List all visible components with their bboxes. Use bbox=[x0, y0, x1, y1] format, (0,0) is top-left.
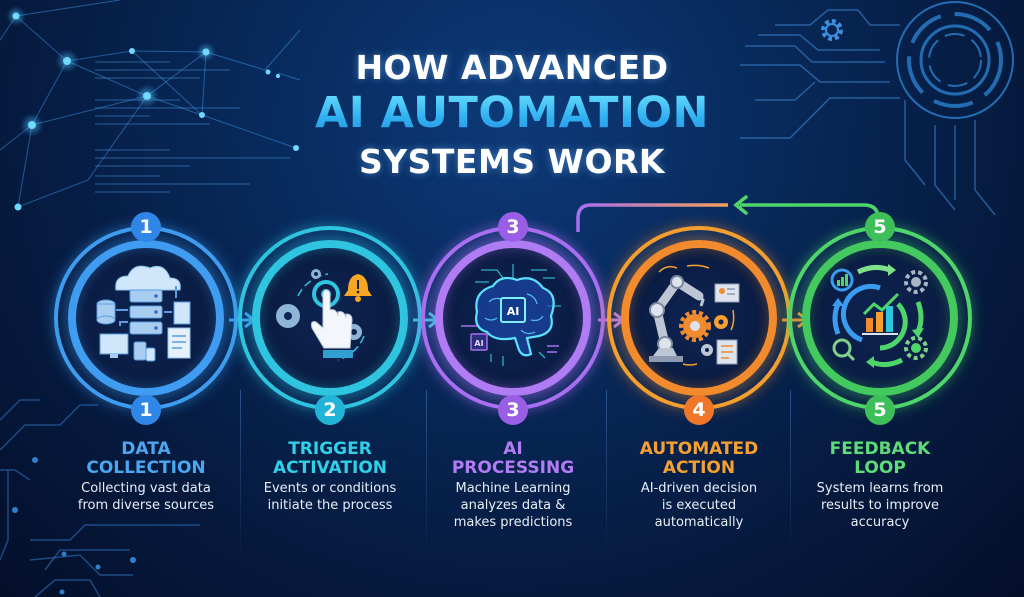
step-desc-line: System learns from bbox=[816, 481, 944, 496]
step-feedback-loop: 5 5 FEEDBACK LOOP System learns from res… bbox=[788, 212, 978, 594]
hand-tap-bell-gears-icon bbox=[276, 269, 372, 361]
step-desc-line: accuracy bbox=[850, 515, 910, 530]
step-number-badge: 3 bbox=[498, 212, 528, 242]
step-title-line: LOOP bbox=[854, 458, 906, 478]
step-description: AI-driven decision is executed automatic… bbox=[587, 480, 811, 531]
circuit-traces bbox=[740, 9, 996, 216]
circuit-traces-bottom bbox=[0, 399, 200, 597]
step-title-line: TRIGGER bbox=[288, 439, 372, 459]
decor-gear-icon bbox=[821, 19, 843, 41]
step-description: Events or conditions initiate the proces… bbox=[218, 480, 442, 514]
step-automated-action: 4 AUTOMATED ACTION AI-driven decision is… bbox=[607, 214, 797, 594]
step-number-badge: 1 bbox=[131, 212, 161, 242]
step-desc-line: results to improve bbox=[820, 498, 940, 513]
step-number-badge: 4 bbox=[684, 395, 714, 425]
step-desc-line: Machine Learning bbox=[455, 481, 571, 496]
step-title-line: DATA bbox=[121, 439, 171, 459]
column-divider bbox=[426, 390, 427, 560]
step-title: AUTOMATED ACTION bbox=[587, 440, 811, 478]
step-title-line: PROCESSING bbox=[451, 458, 575, 478]
step-title-line: AUTOMATED bbox=[639, 439, 759, 459]
tech-target-rings bbox=[896, 1, 1014, 119]
step-trigger-activation: 2 TRIGGER ACTIVATION Events or condition… bbox=[238, 214, 428, 594]
cloud-server-devices-icon bbox=[96, 265, 191, 362]
title-line-3: SYSTEMS WORK bbox=[358, 142, 665, 181]
step-number-badge: 2 bbox=[315, 395, 345, 425]
step-desc-line: initiate the process bbox=[267, 498, 393, 513]
step-number-badge: 5 bbox=[865, 212, 895, 242]
svg-text:AI: AI bbox=[507, 305, 520, 318]
title-line-2: AI AUTOMATION bbox=[0, 88, 1024, 138]
robot-arm-gears-icon bbox=[649, 264, 740, 366]
step-desc-line: makes predictions bbox=[453, 515, 573, 530]
step-title-line: FEEDBACK bbox=[829, 439, 931, 459]
column-divider bbox=[606, 390, 607, 560]
step-description: Machine Learning analyzes data & makes p… bbox=[401, 480, 625, 531]
step-desc-line: Events or conditions bbox=[263, 481, 397, 496]
cycle-chart-gears-icon bbox=[830, 264, 928, 368]
ai-brain-chip-icon: AI AI bbox=[461, 264, 561, 366]
step-title-line: COLLECTION bbox=[86, 458, 206, 478]
step-ai-processing: 3 3 AI AI AI PROCESSING Machine Learning… bbox=[421, 212, 611, 594]
title-line-1: HOW ADVANCED bbox=[355, 48, 669, 87]
step-title: FEEDBACK LOOP bbox=[768, 440, 992, 478]
step-desc-line: automatically bbox=[654, 515, 744, 530]
step-desc-line: from diverse sources bbox=[77, 498, 215, 513]
step-title: TRIGGER ACTIVATION bbox=[218, 440, 442, 478]
step-title-line: AI bbox=[503, 439, 523, 459]
step-title-line: ACTIVATION bbox=[273, 458, 387, 478]
column-divider bbox=[790, 390, 791, 560]
step-desc-line: Collecting vast data bbox=[81, 481, 211, 496]
step-desc-line: is executed bbox=[661, 498, 737, 513]
step-title-line: ACTION bbox=[662, 458, 736, 478]
step-number-badge: 3 bbox=[498, 395, 528, 425]
step-description: Collecting vast data from diverse source… bbox=[34, 480, 258, 514]
code-lines bbox=[95, 61, 290, 193]
step-number-badge: 1 bbox=[131, 395, 161, 425]
column-divider bbox=[240, 390, 241, 560]
step-title: AI PROCESSING bbox=[401, 440, 625, 478]
svg-text:AI: AI bbox=[474, 339, 483, 348]
step-desc-line: AI-driven decision bbox=[640, 481, 758, 496]
step-title: DATA COLLECTION bbox=[34, 440, 258, 478]
step-data-collection: 1 1 DATA COLLECTION Collecting vast data… bbox=[54, 212, 244, 594]
step-number-badge: 5 bbox=[865, 395, 895, 425]
step-desc-line: analyzes data & bbox=[460, 498, 566, 513]
step-description: System learns from results to improve ac… bbox=[768, 480, 992, 531]
